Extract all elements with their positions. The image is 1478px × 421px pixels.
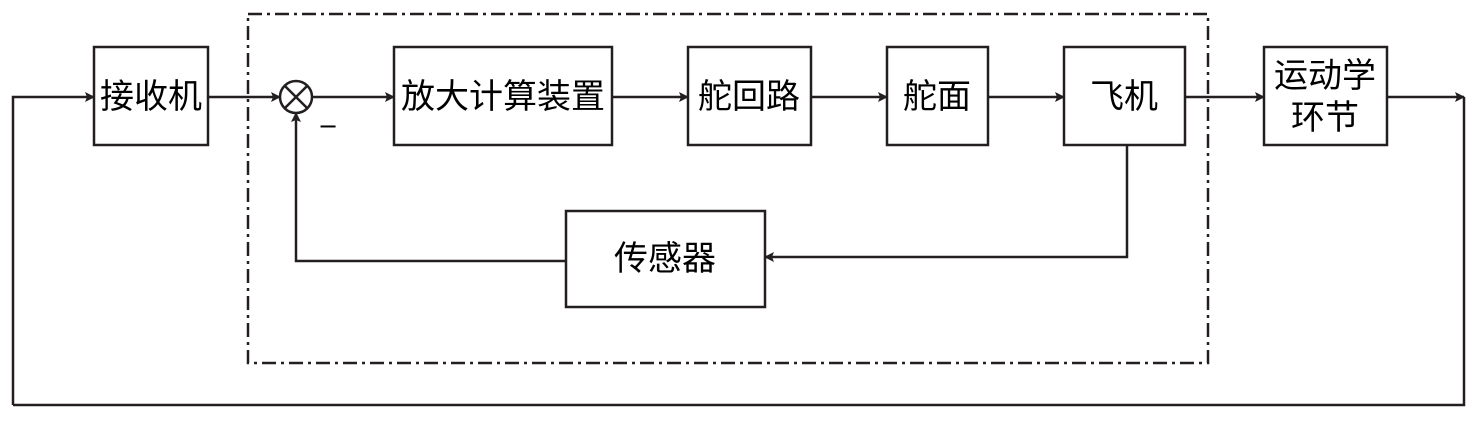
kinematics-label-line1: 运动学: [1274, 56, 1376, 96]
amplifier-label: 放大计算装置: [401, 77, 605, 117]
amplifier-block: [392, 45, 614, 147]
outer-feedback-path: [13, 97, 1466, 407]
autopilot-boundary: [246, 12, 1210, 365]
sensor-block: [564, 209, 767, 309]
sensor-to-sum-arrow: [291, 112, 566, 263]
receiver-label: 接收机: [100, 77, 202, 117]
control-surface-label: 舵面: [903, 77, 971, 117]
aircraft-to-sensor-arrow: [764, 145, 1129, 262]
outer-feedback-in-arrow: [11, 92, 95, 405]
kinematics-label-line2: 环节: [1291, 98, 1359, 138]
minus-sign: −: [318, 112, 338, 140]
servo-loop-label: 舵回路: [698, 77, 800, 117]
sensor-label: 传感器: [614, 239, 716, 279]
receiver-block: [92, 45, 210, 147]
summing-junction: [278, 79, 314, 115]
aircraft-label: 飞机: [1090, 77, 1158, 117]
